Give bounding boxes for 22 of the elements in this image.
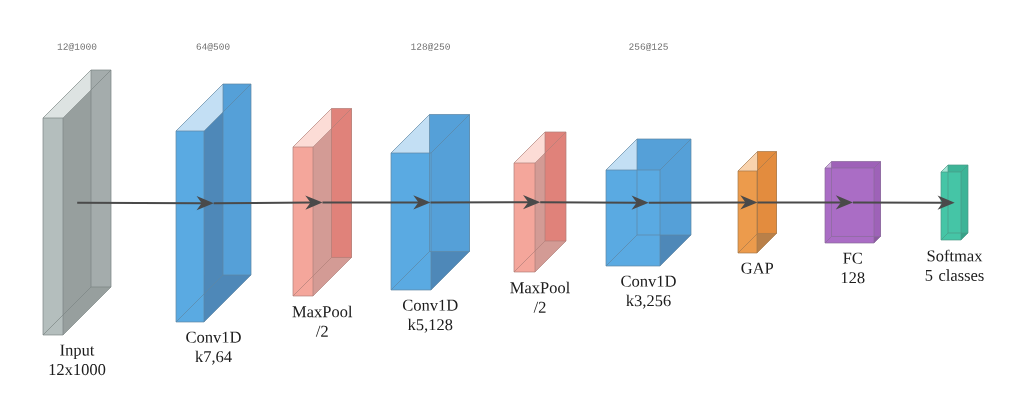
size-label: 128@250	[411, 42, 450, 52]
layer-block: MaxPool /2	[292, 108, 353, 337]
layer-block: GAP	[737, 151, 777, 274]
node-label: Input 12x1000	[49, 344, 106, 376]
size-label: 64@500	[196, 42, 230, 52]
layer-block: Softmax 5 classes	[925, 164, 984, 281]
node-label: GAP	[741, 262, 774, 274]
layer-block: Conv1D k7,64	[175, 83, 252, 365]
layer-block: FC 128	[824, 161, 881, 284]
node-label: MaxPool /2	[292, 305, 353, 337]
node-label: Conv1D k5,128	[402, 299, 458, 333]
size-label: 256@125	[629, 42, 668, 52]
node-label: Conv1D k7,64	[186, 331, 241, 365]
node-label: FC 128	[841, 252, 865, 284]
node-label: Softmax 5 classes	[925, 249, 984, 281]
node-label: MaxPool /2	[510, 281, 570, 313]
layer-block: MaxPool /2	[510, 131, 570, 313]
node-label: Conv1D k3,256	[621, 275, 676, 309]
layer-block: Conv1D k3,256	[605, 138, 692, 309]
layer-block: Input 12x1000	[42, 69, 112, 376]
layer-block: Conv1D k5,128	[390, 114, 470, 333]
size-label: 12@1000	[57, 42, 97, 52]
